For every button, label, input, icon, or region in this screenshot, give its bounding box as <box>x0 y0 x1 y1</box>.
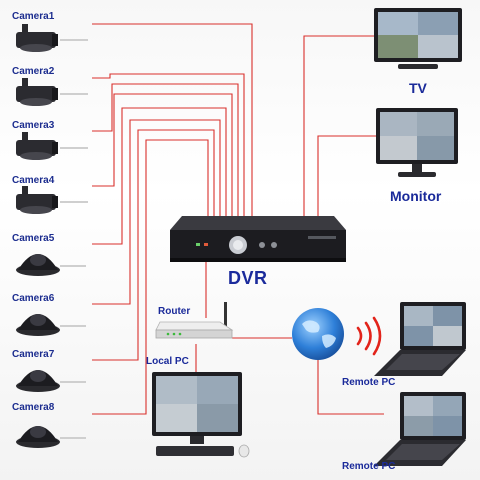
dvr-icon <box>170 216 346 262</box>
dome-camera-icon-8 <box>16 426 86 448</box>
monitor-label: Monitor <box>390 188 442 204</box>
wire-camera1 <box>92 23 253 216</box>
wire-remote-pc-2 <box>317 356 384 415</box>
wire-camera4 <box>92 93 233 216</box>
globe-icon <box>292 308 344 360</box>
desktop-pc-icon <box>152 372 250 458</box>
wire-camera3 <box>92 83 239 216</box>
wire-camera7 <box>92 129 215 361</box>
dome-camera-icon-5 <box>16 254 86 276</box>
local-pc-label: Local PC <box>146 356 189 367</box>
remote-pc-label-2: Remote PC <box>342 461 396 472</box>
laptop-icon-2 <box>374 392 466 466</box>
laptop-icon-1 <box>374 302 466 376</box>
wire-tv <box>303 35 376 216</box>
dome-camera-icon-7 <box>16 370 86 392</box>
wifi-signal-icon <box>356 316 382 356</box>
tv-label: TV <box>409 80 427 96</box>
bullet-camera-icon-1 <box>16 24 88 52</box>
camera-label-1: Camera1 <box>12 11 55 22</box>
camera-label-4: Camera4 <box>12 175 55 186</box>
bullet-camera-icon-2 <box>16 78 88 106</box>
remote-pc-label-1: Remote PC <box>342 377 396 388</box>
router-label: Router <box>158 306 191 317</box>
wire-monitor <box>317 135 380 216</box>
bullet-camera-icon-3 <box>16 132 88 160</box>
camera-label-6: Camera6 <box>12 293 55 304</box>
wire-camera2 <box>92 73 245 216</box>
wire-camera5 <box>92 107 227 245</box>
monitor-icon <box>376 108 458 177</box>
dome-camera-icon-6 <box>16 314 86 336</box>
dvr-label: DVR <box>228 268 268 288</box>
tv-icon <box>374 8 462 69</box>
camera-label-8: Camera8 <box>12 402 55 413</box>
camera-label-2: Camera2 <box>12 66 55 77</box>
router-icon <box>155 302 234 339</box>
wire-camera6 <box>92 119 221 305</box>
wire-camera8 <box>92 139 209 415</box>
camera-label-3: Camera3 <box>12 120 55 131</box>
bullet-camera-icon-4 <box>16 186 88 214</box>
camera-label-7: Camera7 <box>12 349 55 360</box>
camera-label-5: Camera5 <box>12 233 55 244</box>
